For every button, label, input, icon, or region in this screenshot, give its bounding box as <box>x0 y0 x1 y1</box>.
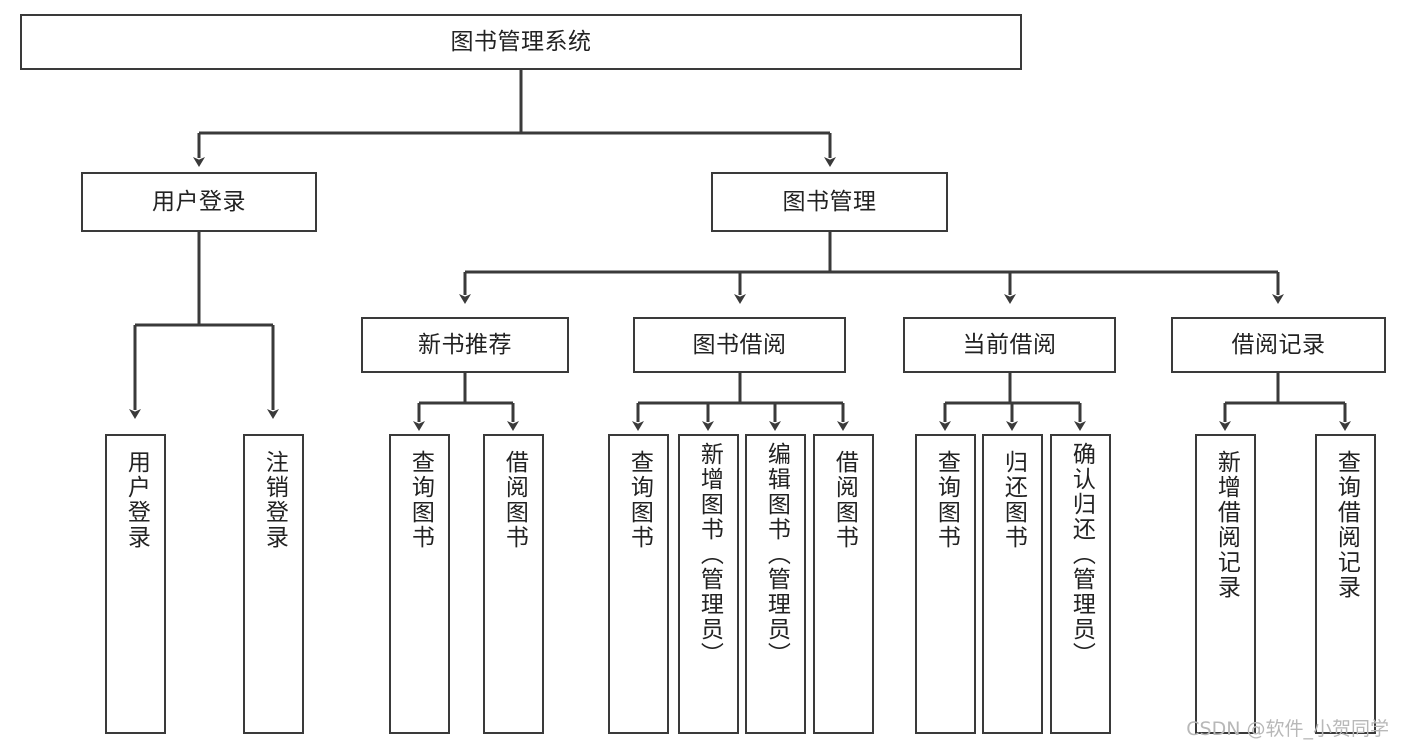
leaf-user-login-label: 用户登录 <box>123 450 150 550</box>
node-book-manage-label: 图书管理 <box>782 188 877 215</box>
leaf-query-record-label: 查询借阅记录 <box>1333 450 1360 600</box>
node-root[interactable]: 图书管理系统 <box>20 14 1022 70</box>
leaf-user-logout[interactable]: 注销登录 <box>243 434 304 734</box>
leaf-borrow-book-1-label: 借阅图书 <box>501 450 528 550</box>
leaf-query-book-3-label: 查询图书 <box>933 450 960 550</box>
leaf-add-book[interactable]: 新增图书（管理员） <box>678 434 739 734</box>
node-current-borrow[interactable]: 当前借阅 <box>903 317 1116 373</box>
leaf-query-book-1[interactable]: 查询图书 <box>389 434 450 734</box>
node-new-book-rec[interactable]: 新书推荐 <box>361 317 569 373</box>
leaf-query-book-2-label: 查询图书 <box>626 450 653 550</box>
node-borrow-record-label: 借阅记录 <box>1231 331 1326 358</box>
leaf-edit-book-label: 编辑图书（管理员） <box>763 442 790 667</box>
node-borrow-record[interactable]: 借阅记录 <box>1171 317 1386 373</box>
leaf-return-book-label: 归还图书 <box>1000 450 1027 550</box>
leaf-query-book-1-label: 查询图书 <box>407 450 434 550</box>
node-root-label: 图书管理系统 <box>450 28 592 55</box>
node-new-book-rec-label: 新书推荐 <box>418 331 512 358</box>
leaf-query-book-2[interactable]: 查询图书 <box>608 434 669 734</box>
leaf-confirm-return[interactable]: 确认归还（管理员） <box>1050 434 1111 734</box>
leaf-add-book-label: 新增图书（管理员） <box>696 442 723 667</box>
leaf-borrow-book-1[interactable]: 借阅图书 <box>483 434 544 734</box>
leaf-user-logout-label: 注销登录 <box>261 450 288 550</box>
node-book-manage[interactable]: 图书管理 <box>711 172 948 232</box>
leaf-user-login[interactable]: 用户登录 <box>105 434 166 734</box>
leaf-borrow-book-2-label: 借阅图书 <box>831 450 858 550</box>
leaf-confirm-return-label: 确认归还（管理员） <box>1068 442 1095 667</box>
node-user-login-label: 用户登录 <box>152 188 246 215</box>
leaf-borrow-book-2[interactable]: 借阅图书 <box>813 434 874 734</box>
node-book-borrow[interactable]: 图书借阅 <box>633 317 846 373</box>
leaf-return-book[interactable]: 归还图书 <box>982 434 1043 734</box>
leaf-edit-book[interactable]: 编辑图书（管理员） <box>745 434 806 734</box>
node-current-borrow-label: 当前借阅 <box>962 331 1057 358</box>
leaf-add-record-label: 新增借阅记录 <box>1213 450 1240 600</box>
node-book-borrow-label: 图书借阅 <box>692 331 787 358</box>
leaf-add-record[interactable]: 新增借阅记录 <box>1195 434 1256 734</box>
node-user-login[interactable]: 用户登录 <box>81 172 317 232</box>
leaf-query-book-3[interactable]: 查询图书 <box>915 434 976 734</box>
leaf-query-record[interactable]: 查询借阅记录 <box>1315 434 1376 734</box>
